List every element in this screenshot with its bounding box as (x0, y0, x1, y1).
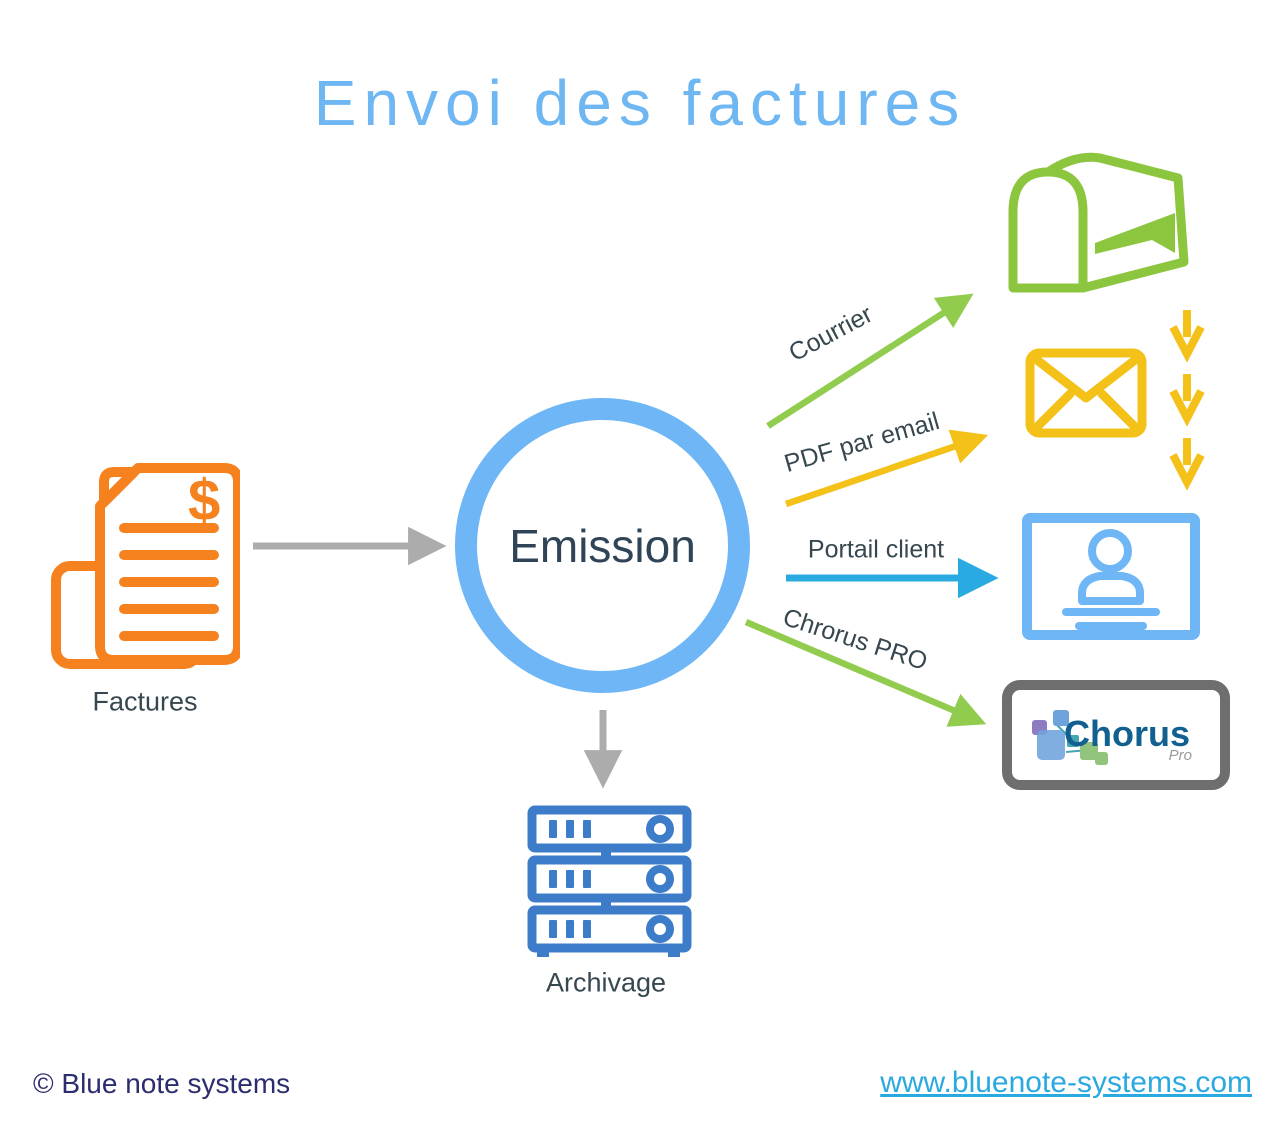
courrier-arrow (766, 293, 974, 429)
chorus-pro-arrow (744, 619, 987, 727)
copyright-text: © Blue note systems (33, 1068, 291, 1099)
pdf-email-arrow (784, 429, 989, 508)
portail-client-label: Portail client (807, 535, 945, 564)
page-title: Envoi des factures (313, 67, 967, 139)
envelope-icon (1025, 348, 1147, 438)
client-portal-icon (1022, 513, 1200, 640)
emission-node: Emission (455, 398, 750, 693)
emission-label: Emission (509, 519, 696, 572)
chorus-pro-logo: Chorus Pro (1002, 680, 1230, 790)
dollar-glyph: $ (188, 468, 220, 533)
chorus-logo-mark-icon (1032, 710, 1108, 765)
server-icon (527, 805, 692, 957)
down-arrows-icon (1169, 310, 1205, 491)
mailbox-icon (1008, 152, 1189, 293)
factures-label: Factures (92, 686, 198, 717)
archivage-label: Archivage (545, 967, 667, 998)
website-link[interactable]: www.bluenote-systems.com (880, 1066, 1252, 1099)
chorus-sub-text: Pro (1168, 747, 1192, 764)
invoice-icon: $ (51, 463, 240, 669)
chorus-brand-text: Chorus (1064, 713, 1190, 754)
